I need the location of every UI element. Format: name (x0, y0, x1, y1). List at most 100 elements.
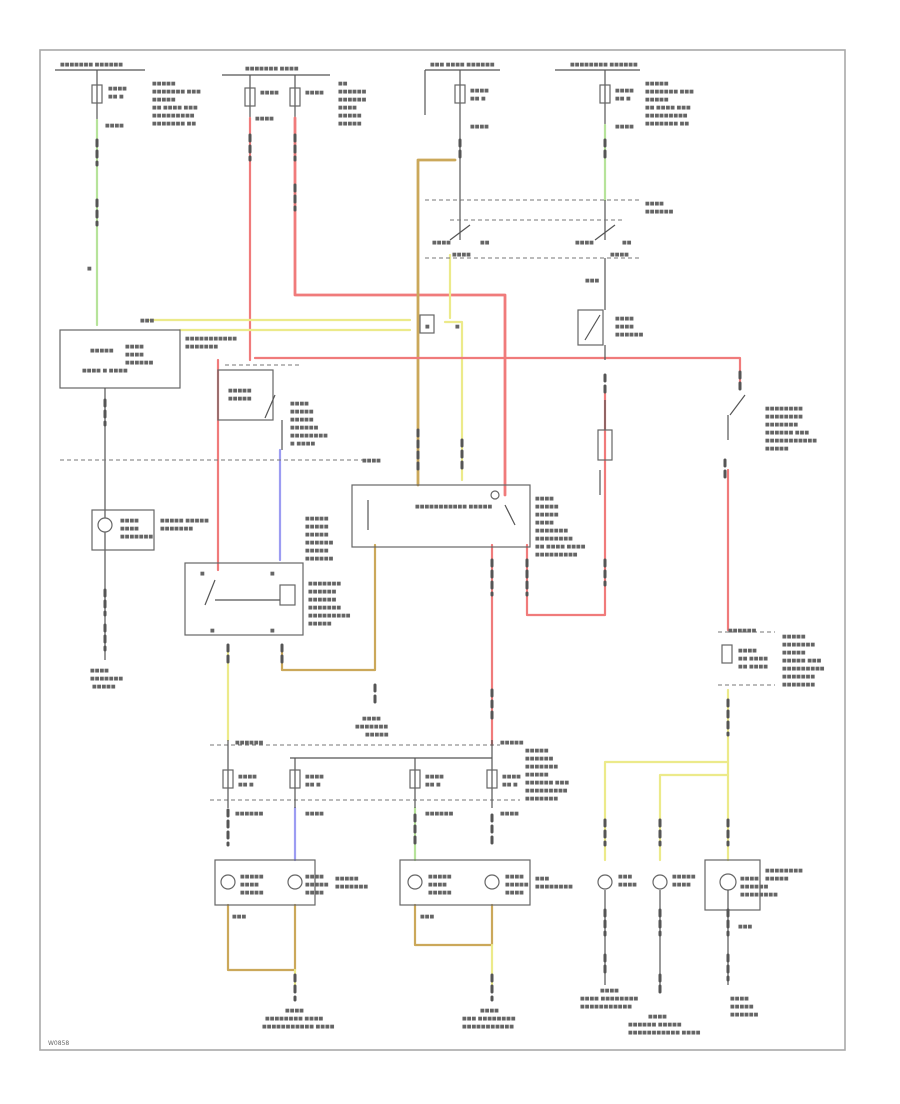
pass-switch: ■■■ ■■■■ ■■■■ ■■■■■■ (577, 258, 644, 360)
svg-text:■■■■■: ■■■■■ (505, 882, 529, 888)
svg-text:■■■■■: ■■■■■ (525, 772, 549, 778)
svg-text:■■■■■ ■■■■■: ■■■■■ ■■■■■ (160, 518, 209, 524)
svg-text:■: ■ (87, 266, 92, 272)
svg-text:■■■■: ■■■■ (285, 1008, 304, 1014)
svg-text:■■■■: ■■■■ (305, 774, 324, 780)
svg-text:■■■■: ■■■■ (730, 996, 749, 1002)
svg-text:■■■■■: ■■■■■ (290, 417, 314, 423)
daytime-running-module: ■■■■■■■ ■■■■■■ ■■■■■■ ■■■■■■■ ■■■■■■■■■ … (184, 562, 351, 667)
svg-text:■■■■■■■■■■■: ■■■■■■■■■■■ (580, 1004, 632, 1010)
svg-text:■■■: ■■■ (585, 278, 599, 284)
svg-text:■■■■: ■■■■ (470, 88, 489, 94)
svg-text:■: ■ (425, 324, 430, 330)
svg-text:■■■■ ■ ■■■■: ■■■■ ■ ■■■■ (82, 368, 128, 374)
svg-text:■■■■: ■■■■ (505, 890, 524, 896)
svg-text:■■ ■: ■■ ■ (502, 782, 518, 788)
svg-text:■■■■■■■: ■■■■■■■ (308, 605, 341, 611)
svg-text:■■■■■: ■■■■■ (500, 740, 524, 746)
svg-text:■■■■■: ■■■■■ (228, 388, 252, 394)
svg-text:■■■■■■■: ■■■■■■■ (308, 581, 341, 587)
svg-text:■■■■: ■■■■ (672, 882, 691, 888)
headlamp-relay: ■■■■■ ■■■■■ ■■■■ ■■■■■ ■■■■■ ■■■■■■ ■■■■… (217, 364, 381, 464)
svg-text:■■■■■: ■■■■■ (765, 876, 789, 882)
svg-text:■■■■■: ■■■■■ (335, 876, 359, 882)
svg-text:■■■■: ■■■■ (648, 1014, 667, 1020)
svg-text:■■■■: ■■■■ (238, 774, 257, 780)
svg-text:■■ ■■■■ ■■■: ■■ ■■■■ ■■■ (645, 105, 691, 111)
svg-text:■■■■■■■: ■■■■■■■ (90, 676, 123, 682)
svg-text:■■■■■■■: ■■■■■■■ (185, 344, 218, 350)
wire-red-horizontal (216, 356, 742, 572)
svg-text:■■■■■: ■■■■■ (428, 890, 452, 896)
left-headlamp: ■■■■■ ■■■■ ■■■■■ ■■■■ ■■■■■ ■■■■ ■■■ ■■■… (399, 859, 573, 920)
bottom-fuse-bus: ■■■■■■ ■■■■■ ■■■■ ■■ ■ ■■■■ ■■ ■ ■■■■ ■■… (210, 740, 569, 817)
svg-text:■■■■■: ■■■■■ (338, 113, 362, 119)
svg-text:■■■■■: ■■■■■ (152, 81, 176, 87)
svg-text:■■■■■■: ■■■■■■ (305, 556, 334, 562)
svg-text:■■■■ ■■■■■■■■: ■■■■ ■■■■■■■■ (580, 996, 639, 1002)
svg-text:■■■■■ ■■■: ■■■■■ ■■■ (782, 658, 822, 664)
wire-tan-bottom (226, 813, 494, 1002)
svg-text:■■■■: ■■■■ (362, 458, 381, 464)
svg-text:■■■■■■ ■■■■■: ■■■■■■ ■■■■■ (628, 1022, 682, 1028)
svg-text:■■■■: ■■■■ (535, 496, 554, 502)
indicator-lamps: ■■■ ■■■■ ■■■■■ ■■■■ ■■■■ ■■■■■■ ■■■■■■■■… (597, 859, 803, 997)
svg-text:■■■■: ■■■■ (500, 811, 519, 817)
wire-green-left: ■ (87, 118, 99, 327)
svg-text:■■■■■: ■■■■■ (782, 650, 806, 656)
svg-text:■■■■■■: ■■■■■■ (740, 884, 769, 890)
svg-text:■■■■■■■: ■■■■■■■ (525, 796, 558, 802)
svg-text:■■■■■■■ ■■■■■■: ■■■■■■■ ■■■■■■ (60, 62, 123, 68)
svg-text:■■■■■■■■: ■■■■■■■■ (765, 414, 803, 420)
svg-text:■■■■■: ■■■■■ (305, 882, 329, 888)
svg-text:■■■■: ■■■■ (305, 90, 324, 96)
svg-text:■■■■■: ■■■■■ (428, 874, 452, 880)
svg-text:■■■■■■■■: ■■■■■■■■ (740, 892, 778, 898)
svg-text:■■■ ■■■■ ■■■■■■: ■■■ ■■■■ ■■■■■■ (430, 62, 495, 68)
svg-text:■■■■■■■■■■■ ■■■■■: ■■■■■■■■■■■ ■■■■■ (415, 504, 492, 510)
svg-text:■■■■■■: ■■■■■■ (308, 597, 337, 603)
svg-text:■■■■■■: ■■■■■■ (290, 425, 319, 431)
svg-text:■■■■■■■: ■■■■■■■ (160, 526, 193, 532)
wire-yellow-top (148, 253, 464, 482)
svg-text:■■ ■: ■■ ■ (615, 96, 631, 102)
svg-text:■■■: ■■■ (420, 914, 434, 920)
svg-text:■: ■ (270, 571, 275, 577)
svg-text:■■■■■■■: ■■■■■■■ (335, 884, 368, 890)
svg-text:■■■■: ■■■■ (305, 874, 324, 880)
svg-text:■■■■■■: ■■■■■■ (235, 740, 264, 746)
svg-text:■■■: ■■■ (535, 876, 549, 882)
svg-text:■■■■■■■: ■■■■■■■ (355, 724, 388, 730)
svg-text:■■■■: ■■■■ (108, 86, 127, 92)
power-feed-2: ■■■■■■■ ■■■■ ■■■■ ■■■■ ■■ ■■■■■■ ■■■■■■ … (222, 66, 367, 127)
svg-text:■■■■■■■■■■■: ■■■■■■■■■■■ (765, 438, 817, 444)
svg-text:■■■■■■■■■: ■■■■■■■■■ (525, 788, 568, 794)
svg-text:■■■■: ■■■■ (615, 324, 634, 330)
svg-text:■■■■■: ■■■■■ (338, 121, 362, 127)
svg-text:■■■■■■■■■■■: ■■■■■■■■■■■ (185, 336, 237, 342)
svg-text:■■■■: ■■■■ (428, 882, 447, 888)
center-connector: ■ ■ (419, 314, 460, 334)
svg-text:■■■■: ■■■■ (125, 344, 144, 350)
svg-text:■■■■: ■■■■ (615, 88, 634, 94)
svg-text:■■■■■: ■■■■■ (535, 504, 559, 510)
svg-text:■■ ■■■■ ■■■■: ■■ ■■■■ ■■■■ (535, 544, 586, 550)
svg-text:■■■■■■: ■■■■■■ (235, 811, 264, 817)
svg-text:■■ ■■■■ ■■■: ■■ ■■■■ ■■■ (152, 105, 198, 111)
svg-text:■■■■■■■■: ■■■■■■■■ (535, 884, 573, 890)
svg-text:■■■■: ■■■■ (470, 124, 489, 130)
svg-text:■■■■■■■■■: ■■■■■■■■■ (535, 552, 578, 558)
svg-text:■■■■■■: ■■■■■■ (730, 1012, 759, 1018)
svg-text:■■■■■: ■■■■■ (92, 684, 116, 690)
combination-switch-module: ■■■■■■■■■■■ ■■■■■ ■■■■■ ■■■■■ ■■■■■ ■■■■… (305, 484, 586, 562)
power-feed-3: ■■■ ■■■■ ■■■■■■ ■■■■ ■■ ■ ■■■■ (424, 62, 500, 130)
wire-red-main (293, 116, 507, 497)
svg-text:■■■■: ■■■■ (480, 1008, 499, 1014)
right-fuse-box: ■■■■■■ ■■■■ ■■ ■■■■ ■■ ■■■■ ■■■■■ ■■■■■■… (718, 628, 825, 688)
svg-text:■■■■: ■■■■ (615, 316, 634, 322)
svg-text:■■■■■: ■■■■■ (90, 348, 114, 354)
svg-text:■■■■: ■■■■ (105, 123, 124, 129)
svg-text:■■■■: ■■■■ (610, 252, 629, 258)
headlamp-switch: ■■■■ ■■ ■■■■ ■■ ■■■■ ■■■■ ■■■■ ■■■■■■ (425, 199, 674, 259)
svg-text:■■■■: ■■■■ (432, 240, 451, 246)
